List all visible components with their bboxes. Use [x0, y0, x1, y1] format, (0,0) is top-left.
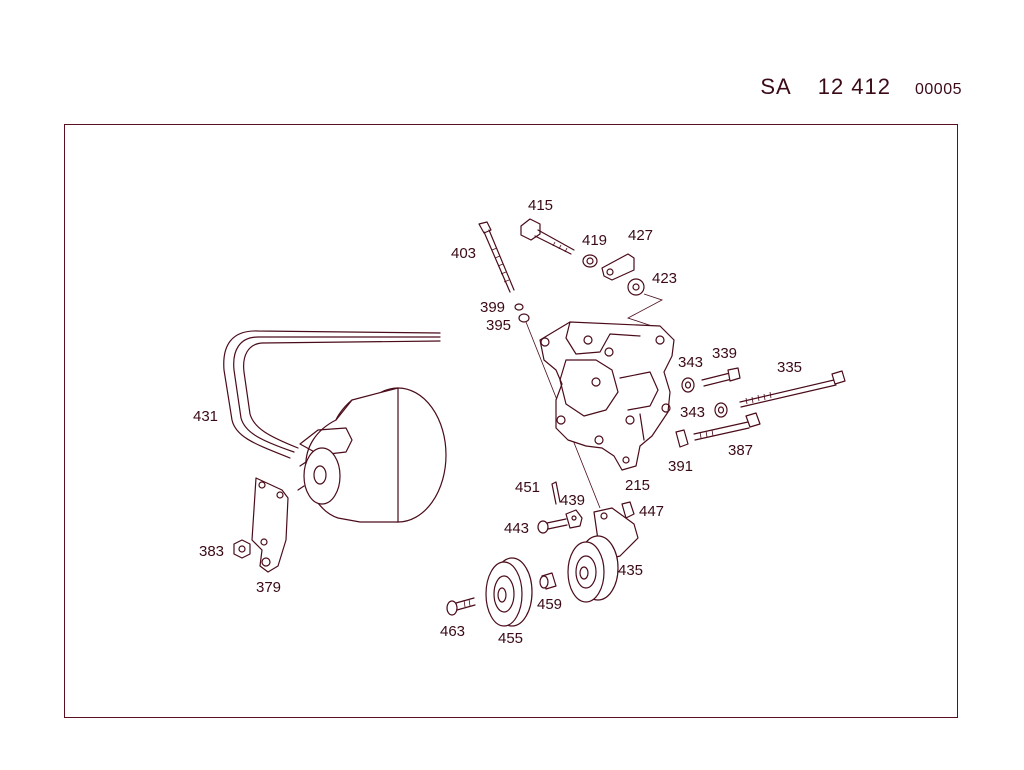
label-383: 383: [199, 543, 224, 560]
part-451-pin: [551, 481, 561, 505]
label-391: 391: [668, 458, 693, 475]
part-alternator: [297, 387, 447, 523]
label-431: 431: [193, 408, 218, 425]
part-443-bolt: [537, 518, 568, 534]
label-451: 451: [515, 479, 540, 496]
part-463-bolt: [446, 597, 476, 616]
label-439: 439: [560, 492, 585, 509]
part-415-bolt: [520, 218, 575, 255]
part-383-nut: [233, 539, 251, 559]
sheet-prefix: SA: [760, 74, 792, 99]
label-343-upper: 343: [678, 354, 703, 371]
sheet-code: 00005: [915, 81, 962, 98]
part-435-tensioner: [567, 507, 639, 603]
label-455: 455: [498, 630, 523, 647]
label-443: 443: [504, 520, 529, 537]
part-387-bolt: [693, 412, 761, 441]
label-379: 379: [256, 579, 281, 596]
label-427: 427: [628, 227, 653, 244]
part-447-clip: [621, 501, 635, 519]
part-391-shim: [675, 429, 689, 448]
label-447: 447: [639, 503, 664, 520]
part-335-bolt: [739, 370, 846, 408]
label-403: 403: [451, 245, 476, 262]
label-415: 415: [528, 197, 553, 214]
label-435: 435: [618, 562, 643, 579]
part-labels: 415 403 419 427 423 399 395 343 339 335 …: [193, 197, 802, 647]
label-339: 339: [712, 345, 737, 362]
part-343-washer-lower: [714, 402, 728, 418]
label-459: 459: [537, 596, 562, 613]
part-403-bolt: [478, 221, 515, 293]
label-463: 463: [440, 623, 465, 640]
part-439-block: [565, 509, 583, 529]
label-395: 395: [486, 317, 511, 334]
sheet-header: SA 12 412 00005: [760, 74, 962, 100]
part-431-belt: [223, 330, 441, 459]
part-419-bushing: [582, 254, 598, 268]
label-215: 215: [625, 477, 650, 494]
label-423: 423: [652, 270, 677, 287]
part-339-bolt: [701, 367, 741, 387]
part-423-sleeve: [626, 278, 665, 331]
part-379-bracket: [251, 477, 289, 573]
label-399: 399: [480, 299, 505, 316]
label-335: 335: [777, 359, 802, 376]
label-343-lower: 343: [680, 404, 705, 421]
part-343-washer-upper: [681, 377, 695, 393]
label-387: 387: [728, 442, 753, 459]
label-419: 419: [582, 232, 607, 249]
part-427-strap: [601, 253, 635, 281]
part-455-pulley: [485, 557, 533, 627]
diagram-frame: [64, 124, 958, 718]
part-459-spacer: [539, 572, 557, 590]
sheet-number: 12 412: [817, 74, 891, 99]
part-215-bracket: [539, 321, 675, 471]
